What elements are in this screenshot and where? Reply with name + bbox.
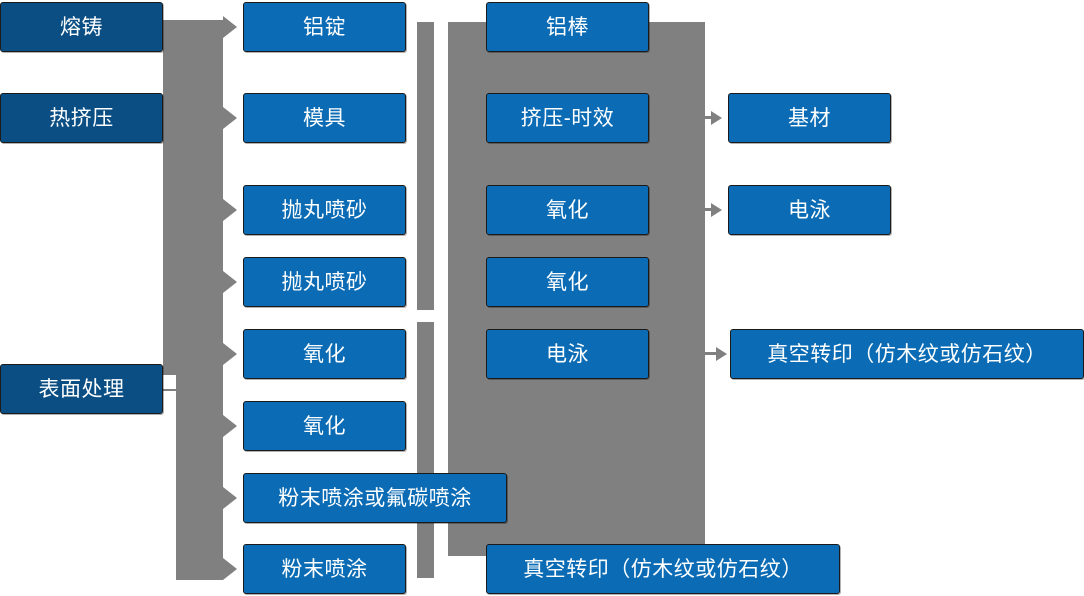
node-yanghua-1[interactable]: 氧化 (243, 329, 406, 379)
trunk-left-main (163, 20, 223, 375)
node-dianyong-1[interactable]: 电泳 (486, 329, 649, 379)
arrow-trunk-to-yh1 (223, 343, 237, 365)
arrow-trunk-to-pws2 (223, 271, 237, 293)
arrow-trunk-to-ludig (223, 16, 237, 38)
trunk-mid-narrow-lower (417, 322, 434, 578)
node-zhenkong-zhuanyin-1[interactable]: 真空转印（仿木纹或仿石纹） (486, 544, 840, 594)
arrow-trunk-to-fmpt2 (223, 558, 237, 580)
node-rejiya[interactable]: 热挤压 (0, 93, 163, 143)
connector-biaomian-to-trunk (163, 389, 193, 391)
arrow-trunk-to-fmpt1 (223, 487, 237, 509)
separator-line-4 (434, 280, 448, 282)
node-dianyong-2[interactable]: 电泳 (728, 185, 891, 235)
arrow-trunk-to-muju (223, 107, 237, 129)
arrow-to-zkzy2 (716, 347, 727, 361)
node-ludig[interactable]: 铝锭 (243, 2, 406, 52)
trunk-left-notch-fill (176, 355, 223, 385)
node-lubang[interactable]: 铝棒 (486, 2, 649, 52)
node-jiya-shixiao[interactable]: 挤压-时效 (486, 93, 649, 143)
arrow-trunk-to-pws1 (223, 199, 237, 221)
node-paowan-penxi-2[interactable]: 抛丸喷砂 (243, 257, 406, 307)
node-biaomian-chuli[interactable]: 表面处理 (0, 364, 163, 414)
arrow-to-dy2 (711, 203, 722, 217)
node-fenmo-penxu[interactable]: 粉末喷涂 (243, 544, 406, 594)
arrow-to-jicai (711, 111, 722, 125)
separator-line-3 (434, 208, 448, 210)
trunk-left-lower (176, 375, 223, 580)
arrow-trunk-to-yh2 (223, 415, 237, 437)
down-arrow-icon-stage1 (68, 72, 90, 85)
node-yanghua-3[interactable]: 氧化 (486, 185, 649, 235)
node-zhenkong-zhuanyin-2[interactable]: 真空转印（仿木纹或仿石纹） (730, 329, 1084, 379)
separator-line-2 (434, 117, 448, 119)
node-fenmo-penxu-huotan[interactable]: 粉末喷涂或氟碳喷涂 (243, 473, 507, 523)
separator-line-1 (434, 22, 448, 24)
node-jicai[interactable]: 基材 (728, 93, 891, 143)
down-arrow-icon-stage2 (68, 330, 90, 343)
node-paowan-penxi-1[interactable]: 抛丸喷砂 (243, 185, 406, 235)
node-muju[interactable]: 模具 (243, 93, 406, 143)
node-yanghua-4[interactable]: 氧化 (486, 257, 649, 307)
arrow-stem-to-jicai (705, 116, 715, 119)
arrow-stem-to-dy2 (705, 208, 715, 211)
separator-line-6 (434, 568, 448, 570)
separator-line-5 (434, 352, 448, 354)
node-yanghua-2[interactable]: 氧化 (243, 401, 406, 451)
arrow-stem-to-zkzy2 (705, 352, 723, 355)
node-rongzhu[interactable]: 熔铸 (0, 2, 163, 52)
trunk-mid-narrow-upper (417, 22, 434, 310)
